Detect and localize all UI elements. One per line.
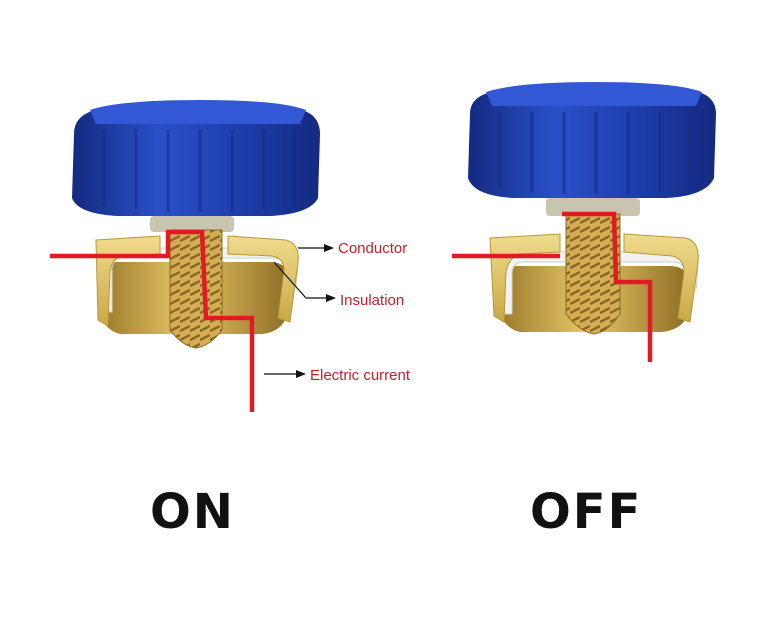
callout-insulation: Insulation [273,261,404,309]
switch-on [50,100,320,412]
conductor-right [623,233,699,323]
callout-conductor-label: Conductor [338,240,407,257]
conductor-right [227,235,299,323]
callout-electric-current: Electric current [264,367,411,384]
screw-thread [169,229,223,349]
screw-neck [150,216,234,232]
callout-insulation-label: Insulation [340,292,404,309]
screw-thread [565,213,621,335]
callout-conductor: Conductor [298,240,407,257]
screw-neck [546,198,640,216]
knob [72,100,320,216]
callout-electric-current-label: Electric current [310,367,411,384]
current-path-off-out [562,211,653,362]
state-label-off: OFF [530,484,643,540]
state-label-on: ON [150,484,235,540]
current-path-on [50,229,255,412]
switch-off [452,82,716,362]
knob [468,82,716,198]
